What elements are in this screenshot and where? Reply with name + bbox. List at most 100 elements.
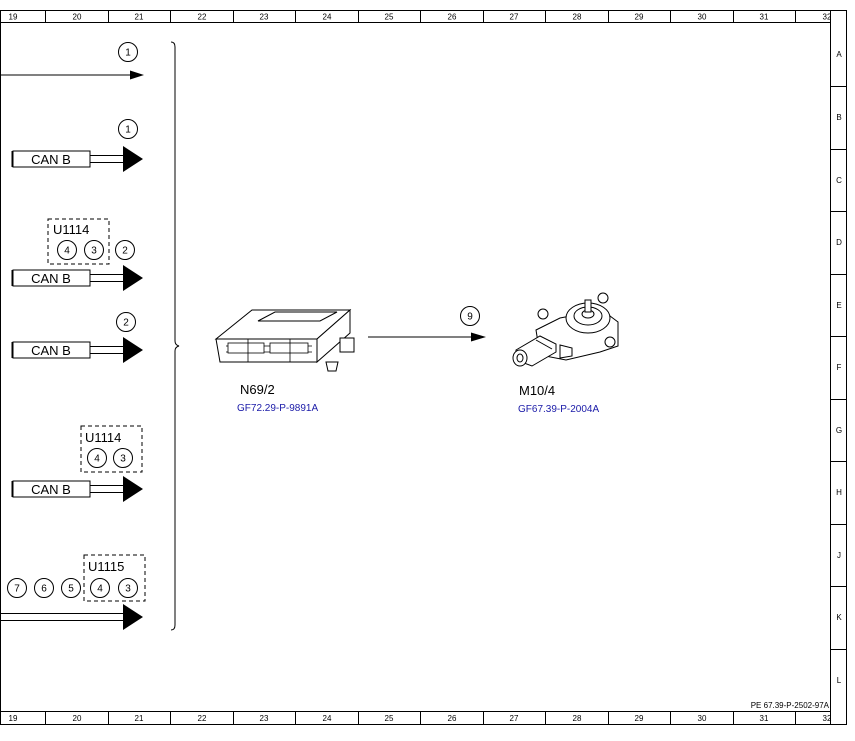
reference-number: 1 [125,125,131,136]
column-dividers [45,10,796,724]
reference-circle [118,119,138,139]
row-label: L [837,676,842,685]
reference-number: 3 [125,584,131,595]
col-label: 20 [73,13,82,22]
reference-circle [90,578,110,598]
arrow-head-icon [471,332,486,342]
reference-number: 5 [68,584,74,595]
signal-line-5: U1114 4 3 CAN B [11,425,143,502]
col-label: 25 [385,13,394,22]
row-label: J [837,551,841,560]
col-label: 24 [323,13,332,22]
reference-number: 4 [97,584,103,595]
row-label: D [836,238,842,247]
col-label: 22 [198,714,207,723]
signal-grouping-brace [170,41,180,631]
signal-line-1: 1 [0,42,144,80]
reference-circle [116,312,136,332]
col-label: 23 [260,13,269,22]
col-label: 32 [823,714,832,723]
col-label: 25 [385,714,394,723]
row-label: F [837,363,842,372]
variant-code: U1114 [85,430,121,445]
col-label: 21 [135,13,144,22]
control-unit-icon [214,308,355,372]
can-bus-label: CAN B [31,152,71,167]
can-bus-label: CAN B [31,271,71,286]
col-label: 24 [323,714,332,723]
col-label: 32 [823,13,832,22]
reference-circle [87,448,107,468]
col-label: 28 [573,13,582,22]
signal-line-2: CAN B 1 [11,119,143,172]
signal-line-3: U1114 4 3 2 CAN B [11,218,143,291]
reference-circle [118,578,138,598]
arrow-head-icon [130,70,144,80]
signal-line-4: 2 CAN B [11,312,143,363]
column-labels-bottom: 19 20 21 22 23 24 25 26 27 28 29 30 31 3… [9,714,832,723]
reference-number: 7 [14,584,20,595]
reference-number: 3 [91,246,97,257]
reference-circle [118,42,138,62]
window-motor-icon [512,292,619,367]
col-label: 27 [510,13,519,22]
reference-number: 2 [122,246,128,257]
col-label: 21 [135,714,144,723]
arrow-head-icon [123,337,143,363]
col-label: 28 [573,714,582,723]
reference-circle [57,240,77,260]
document-id: PE 67.39-P-2502-97A [751,701,830,710]
row-dividers [830,86,847,650]
drawing-frame [0,10,847,725]
signal-line-6: U1115 7 6 5 4 3 [0,554,146,630]
row-label: E [836,301,841,310]
can-bus-box [12,480,91,498]
reference-number: 2 [123,318,129,329]
col-label: 19 [9,714,18,723]
reference-circle [115,240,135,260]
can-bus-label: CAN B [31,482,71,497]
can-bus-box [12,269,91,287]
reference-number: 1 [125,48,131,59]
reference-number: 9 [467,312,473,323]
col-label: 29 [635,13,644,22]
variant-group-box [83,554,146,602]
can-bus-box [12,341,91,359]
reference-circle [61,578,81,598]
reference-circle [7,578,27,598]
reference-number: 3 [120,454,126,465]
reference-circle [460,306,480,326]
row-label: H [836,488,842,497]
col-label: 26 [448,13,457,22]
row-label: K [836,613,842,622]
component-id: M10/4 [519,383,555,398]
column-labels-top: 19 20 21 22 23 24 25 26 27 28 29 30 31 3… [9,13,832,22]
arrow-head-icon [123,476,143,502]
component-reference-link[interactable]: GF72.29-P-9891A [237,403,318,414]
reference-number: 6 [41,584,47,595]
col-label: 27 [510,714,519,723]
component-id: N69/2 [240,382,275,397]
reference-number: 4 [94,454,100,465]
col-label: 22 [198,13,207,22]
col-label: 26 [448,714,457,723]
variant-code: U1114 [53,222,89,237]
component-reference-link[interactable]: GF67.39-P-2004A [518,404,599,415]
reference-circle [34,578,54,598]
col-label: 19 [9,13,18,22]
col-label: 29 [635,714,644,723]
col-label: 20 [73,714,82,723]
col-label: 31 [760,714,769,723]
connection-line: 9 [368,306,486,342]
row-label: C [836,176,842,185]
can-bus-box [12,150,91,168]
can-bus-label: CAN B [31,343,71,358]
reference-circle [84,240,104,260]
row-label: G [836,426,842,435]
variant-group-box [80,425,143,473]
reference-number: 4 [64,246,70,257]
arrow-head-icon [123,604,143,630]
col-label: 31 [760,13,769,22]
